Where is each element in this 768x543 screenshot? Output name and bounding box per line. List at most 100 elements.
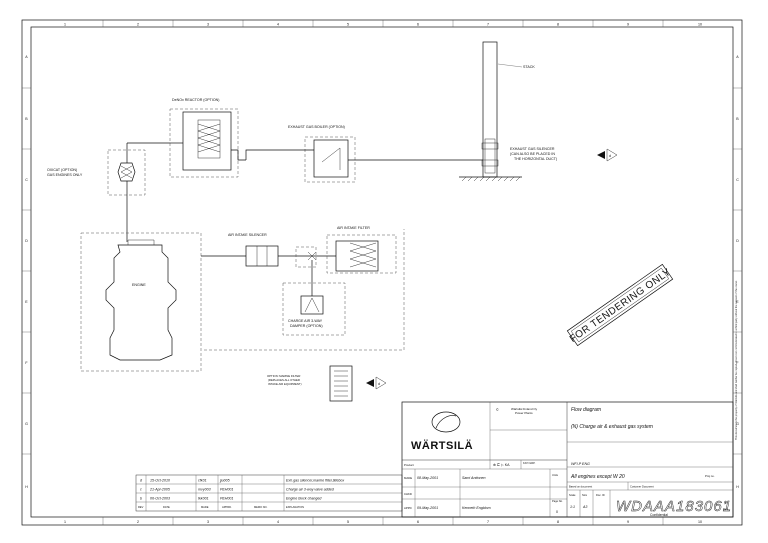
svg-text:Exh.gas silencer,marine filter: Exh.gas silencer,marine filter,titlebox [286,479,344,483]
svg-text:MADE: MADE [201,505,209,509]
engine-label: ENGINE [132,283,146,287]
col-label: 2 [137,23,139,27]
wartsila-logo-icon [431,411,461,433]
engine-box [80,232,202,372]
exhaust-pipe [231,149,246,161]
grid-row-labels-right: A B C D E F G H [736,55,739,489]
grid-col-labels-bottom: 1 2 3 4 5 6 7 8 9 10 [64,520,702,524]
row-label: G [736,422,739,426]
ownership-note: This document is the property of Wärtsil… [735,280,738,440]
svg-text:tkk001: tkk001 [198,497,209,501]
denox-reactor [182,111,232,171]
grid-col-labels-top: 1 2 3 4 5 6 7 8 9 10 [64,23,702,27]
air-filter-label: AIR INTAKE FILTER [337,226,370,230]
row-label: C [736,178,739,182]
page-number: 0 [556,510,558,514]
stack-label: STACK [523,65,535,69]
customer-document-label: Customer Document [630,485,654,489]
made-by: Sami Anttonen [462,476,485,480]
row-label: D [25,239,28,243]
air-filter-box [326,234,397,274]
stamp-text: FOR TENDERING ONLY [568,267,673,345]
svg-text:PEH001: PEH001 [220,497,233,501]
row-label: B [25,117,28,121]
svg-text:cfk01: cfk01 [198,479,207,483]
svg-text:c: c [140,488,142,492]
charge-damper-box [282,282,346,336]
exhaust-pipe [245,149,314,160]
charge-damper-label: CHARGE AIR 3-WAY [288,319,323,323]
svg-text:d: d [140,479,143,483]
project-number-label: Proj no. [705,474,715,478]
units-label: Units [552,473,559,477]
row-label: E [25,300,28,304]
col-label: 3 [207,520,209,524]
svg-text:MEMO NO.: MEMO NO. [254,505,268,509]
row-label: H [25,485,28,489]
exhaust-gas-silencer [484,138,496,174]
row-label: B [736,117,739,121]
copyright-owner: Wärtsilä Finland Oy [511,407,538,411]
svg-text:15-Oct-2010: 15-Oct-2010 [150,479,170,483]
svg-text:Engine block changed: Engine block changed [286,497,322,501]
doc-id-label: Doc. ID [596,493,605,497]
col-label: 2 [137,520,139,524]
row-label: F [25,361,28,365]
svg-text:jju005: jju005 [219,479,230,483]
revision-table [135,474,403,512]
approved-date: 09-May-2001 [417,506,438,510]
charge-damper-label-2: DAMPER (OPTION) [290,324,323,328]
made-date: 08-May-2001 [417,476,438,480]
grid-row-labels-left: A B C D E F G H [25,55,28,489]
row-label: G [25,422,28,426]
col-label: 4 [277,23,279,27]
drawing-subtitle: (N) Charge air & exhaust gas system [571,424,653,430]
revision-row: d 15-Oct-2010 cfk01 jju005 Exh.gas silen… [140,479,344,483]
row-label: A [736,55,739,59]
col-label: 7 [487,23,489,27]
col-label: 9 [627,23,629,27]
col-label: 1 [64,23,66,27]
revision-flag-icon [606,148,618,162]
silencer-label: EXHAUST GAS SILENCER [510,147,555,151]
col-label: 10 [698,23,702,27]
based-on-label: Based on document [569,485,592,489]
revision-label: Rev. [723,507,728,511]
revision-flag-icon [375,376,387,390]
denox-label: DeNOx REACTOR (OPTION) [172,98,219,102]
air-intake-filter [335,240,379,272]
col-label: 8 [557,520,559,524]
row-label: D [736,239,739,243]
silencer-rev-mark: d [609,154,611,158]
col-label: 5 [347,520,349,524]
air-silencer-label: AIR INTAKE SILENCER [228,233,267,237]
boiler-option-box [304,136,356,183]
approved-label: APPD [404,506,412,510]
size-value: A3 [582,505,587,509]
boiler-label: EXHAUST GAS BOILER (OPTION) [288,125,345,129]
svg-text:b: b [140,497,142,501]
row-label: H [736,485,739,489]
oxicat-label: OXICAT (OPTION) [47,168,77,172]
revision-triangle-icon [366,379,374,387]
svg-text:mvy003: mvy003 [198,488,211,492]
marine-filter [329,365,353,402]
marine-filter-label-3: INTAKE AIR EQUIPMENT) [268,382,302,386]
drawing-title: Flow diagram [571,407,601,413]
three-way-valve-icon [307,251,317,261]
col-label: 6 [417,23,419,27]
silencer-label-2: (CAN ALSO BE PLACED IN [510,152,555,156]
marine-filter-label-2: (REPLACES ALL OTHER [268,378,300,382]
col-label: 9 [627,520,629,524]
copyright-owner-2: Power Plants [515,411,533,415]
drawing-group: WFI-P ENG [571,462,590,466]
document-revision: d [724,500,727,504]
col-label: 4 [277,520,279,524]
oxicat-option-box [107,149,146,196]
approved-by: Kenneth Engblom [462,506,491,510]
checked-label: CHKD [404,492,412,496]
grid-ticks [22,20,742,525]
col-label: 1 [64,520,66,524]
col-label: 3 [207,23,209,27]
revision-header: REV DATE MADE APPRD. MEMO NO. EXPLANATIO… [138,505,304,509]
